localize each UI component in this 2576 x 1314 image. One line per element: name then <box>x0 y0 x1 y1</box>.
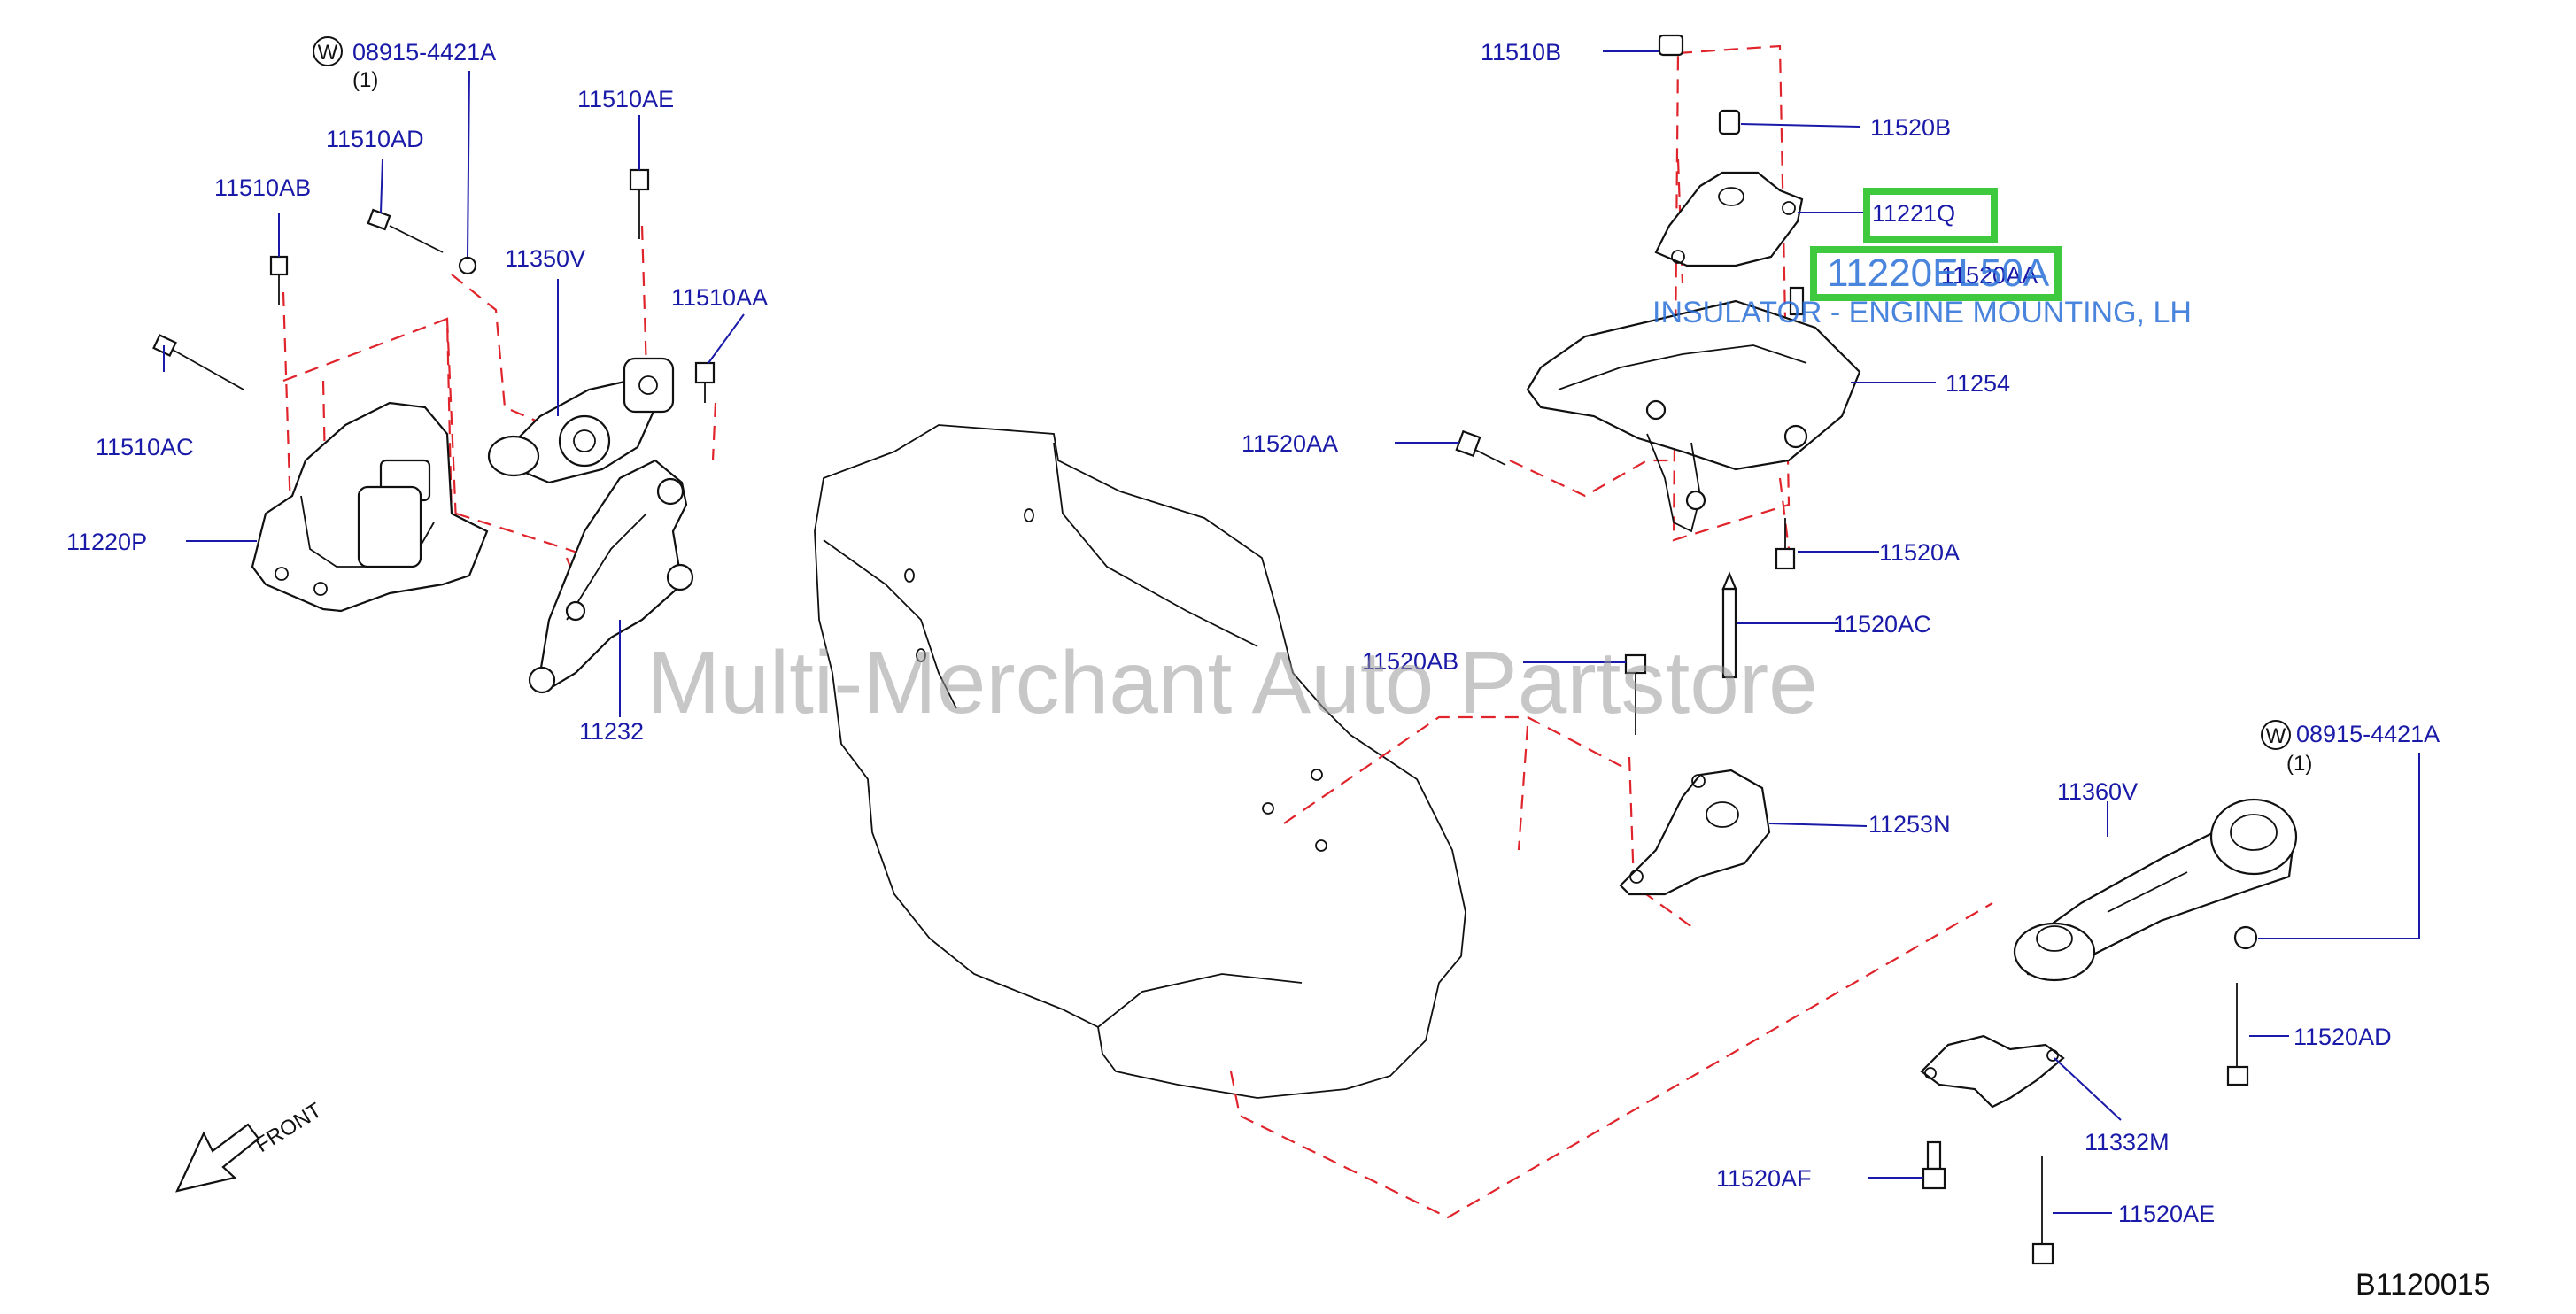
label-11520af[interactable]: 11520AF <box>1716 1165 1812 1192</box>
leader-lines <box>163 50 2420 1214</box>
label-11254[interactable]: 11254 <box>1946 370 2010 397</box>
label-11510b[interactable]: 11510B <box>1481 39 1561 66</box>
label-11221q[interactable]: 11221Q <box>1872 200 1955 227</box>
label-11520ab[interactable]: 11520AB <box>1362 648 1458 675</box>
label-11360v[interactable]: 11360V <box>2057 778 2138 805</box>
bolts-left <box>152 168 716 403</box>
label-11510ad[interactable]: 11510AD <box>326 126 424 152</box>
label-11510ae[interactable]: 11510AE <box>577 86 674 112</box>
part-labels: 08915-4421A (1) 11510AD 11510AE 11510AB … <box>66 39 2491 1302</box>
label-11350v[interactable]: 11350V <box>505 245 585 272</box>
torque-rod-11350v-drawing <box>487 357 675 484</box>
front-label: FRONT <box>251 1098 327 1157</box>
label-11520b[interactable]: 11520B <box>1870 114 1951 141</box>
front-direction-arrow <box>175 1123 260 1193</box>
highlight-overlay: 11220EL50A INSULATOR - ENGINE MOUNTING, … <box>1652 188 2192 329</box>
insulator-11221q-drawing <box>1654 171 1804 267</box>
label-11520ae[interactable]: 11520AE <box>2118 1201 2215 1227</box>
label-11520aa-left[interactable]: 11520AA <box>1242 430 1338 457</box>
torque-rod-11360v-drawing <box>2013 798 2298 982</box>
highlight-box-11221q <box>1863 188 1998 243</box>
highlight-box-11220el50a <box>1810 246 2062 301</box>
label-11232[interactable]: 11232 <box>579 718 644 745</box>
qty-right: (1) <box>2286 752 2312 776</box>
label-11253n[interactable]: 11253N <box>1868 811 1951 838</box>
label-08915-4421a-left[interactable]: 08915-4421A <box>352 39 496 66</box>
bracket-11232-drawing <box>528 459 694 694</box>
label-11510ab[interactable]: 11510AB <box>214 174 311 201</box>
washer-symbol-left: W <box>313 36 343 66</box>
qty-left: (1) <box>352 68 378 92</box>
bracket-11332m-drawing <box>1920 1034 2065 1109</box>
label-11520ad[interactable]: 11520AD <box>2294 1024 2392 1050</box>
bolts-right-lower <box>1922 983 2249 1265</box>
mount-bracket-11254-drawing <box>1526 299 1861 533</box>
overlay-part-name: INSULATOR - ENGINE MOUNTING, LH <box>1652 296 2192 329</box>
washer-symbol-left-letter: W <box>318 41 338 65</box>
diagram-code: B1120015 <box>2356 1268 2491 1302</box>
engine-mount-11220p-drawing <box>251 401 489 613</box>
bolts-right-upper <box>1455 34 1805 735</box>
washer-symbol-right: W <box>2261 720 2291 750</box>
label-11520aa-top[interactable]: 11520AA <box>1941 262 2038 289</box>
washer-symbol-right-letter: W <box>2266 724 2286 748</box>
label-11220p[interactable]: 11220P <box>66 529 147 555</box>
label-08915-4421a-right[interactable]: 08915-4421A <box>2296 721 2440 747</box>
label-11520ac[interactable]: 11520AC <box>1833 611 1931 638</box>
overlay-part-number: 11220EL50A <box>1827 251 2050 295</box>
bracket-11253n-drawing <box>1619 769 1771 896</box>
label-11332m[interactable]: 11332M <box>2085 1129 2170 1156</box>
label-11510aa[interactable]: 11510AA <box>671 284 768 311</box>
label-11510ac[interactable]: 11510AC <box>96 434 194 460</box>
engine-block-outline <box>814 424 1466 1099</box>
watermark: Multi-Merchant Auto Partstore <box>646 633 1818 732</box>
label-11520a[interactable]: 11520A <box>1879 539 1960 566</box>
